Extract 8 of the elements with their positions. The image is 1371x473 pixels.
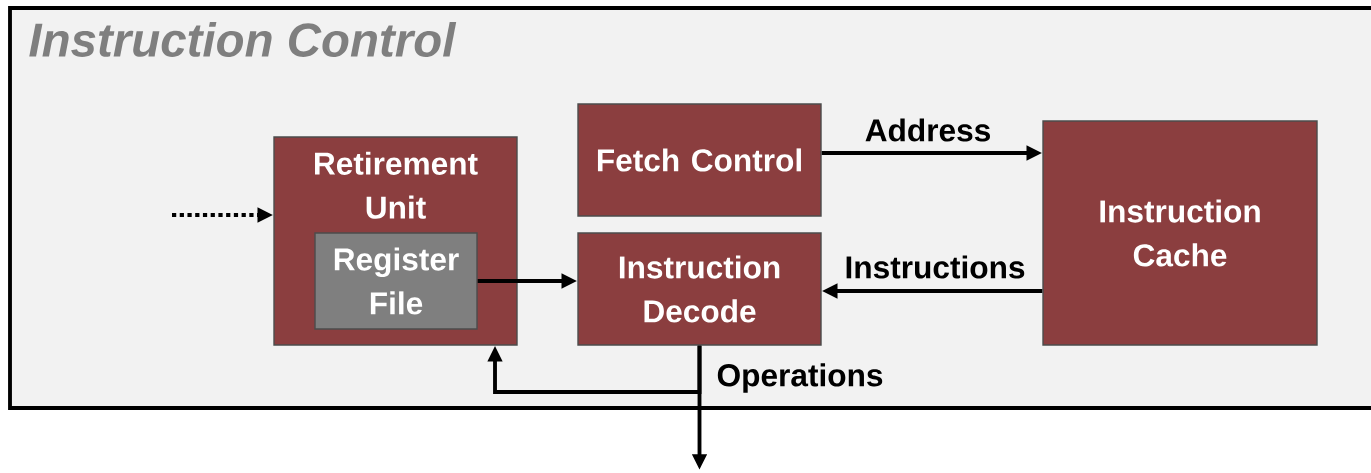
arrow [487,345,702,394]
edge-label: Operations [714,361,886,395]
process-box: Instruction Cache [1042,120,1318,346]
process-box: Fetch Control [577,103,822,217]
edge-label: Instructions [842,253,1028,281]
process-box: Instruction Decode [577,232,822,346]
edge-label: Address [862,116,994,144]
register-box: Register File [314,232,478,330]
